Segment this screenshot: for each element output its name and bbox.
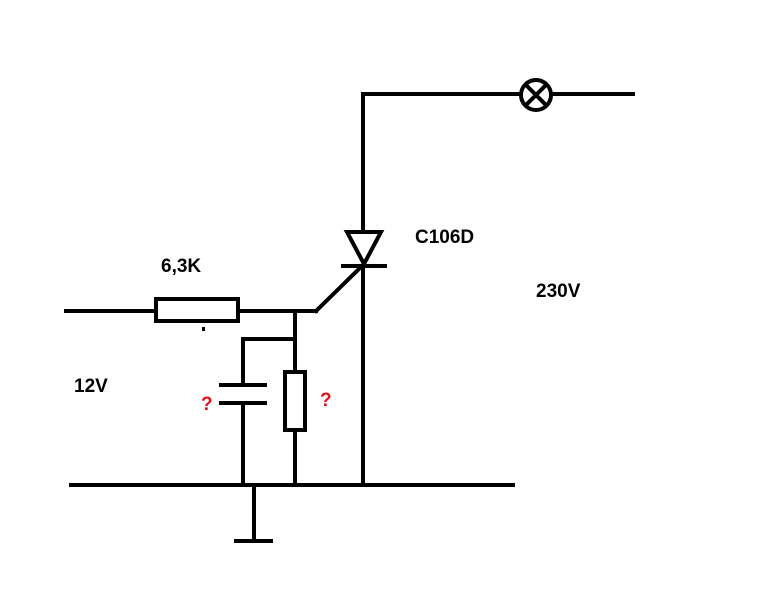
lamp-icon <box>519 78 553 112</box>
thyristor-symbol <box>341 92 387 487</box>
mains-voltage-label: 230V <box>536 281 581 302</box>
gate-lead <box>313 263 365 314</box>
supply-voltage-label: 12V <box>74 376 108 397</box>
gate-network-wires <box>241 309 297 487</box>
resistor-value-label: 6,3K <box>161 256 201 277</box>
resistor-unknown-label: ? <box>320 390 332 411</box>
gate-capacitor <box>219 383 267 405</box>
ground-icon <box>234 483 273 543</box>
gate-resistor <box>283 370 307 432</box>
capacitor-unknown-label: ? <box>201 394 213 415</box>
series-resistor <box>154 297 240 323</box>
thyristor-part-label: C106D <box>415 227 474 248</box>
series-resistor-mark <box>202 327 205 331</box>
